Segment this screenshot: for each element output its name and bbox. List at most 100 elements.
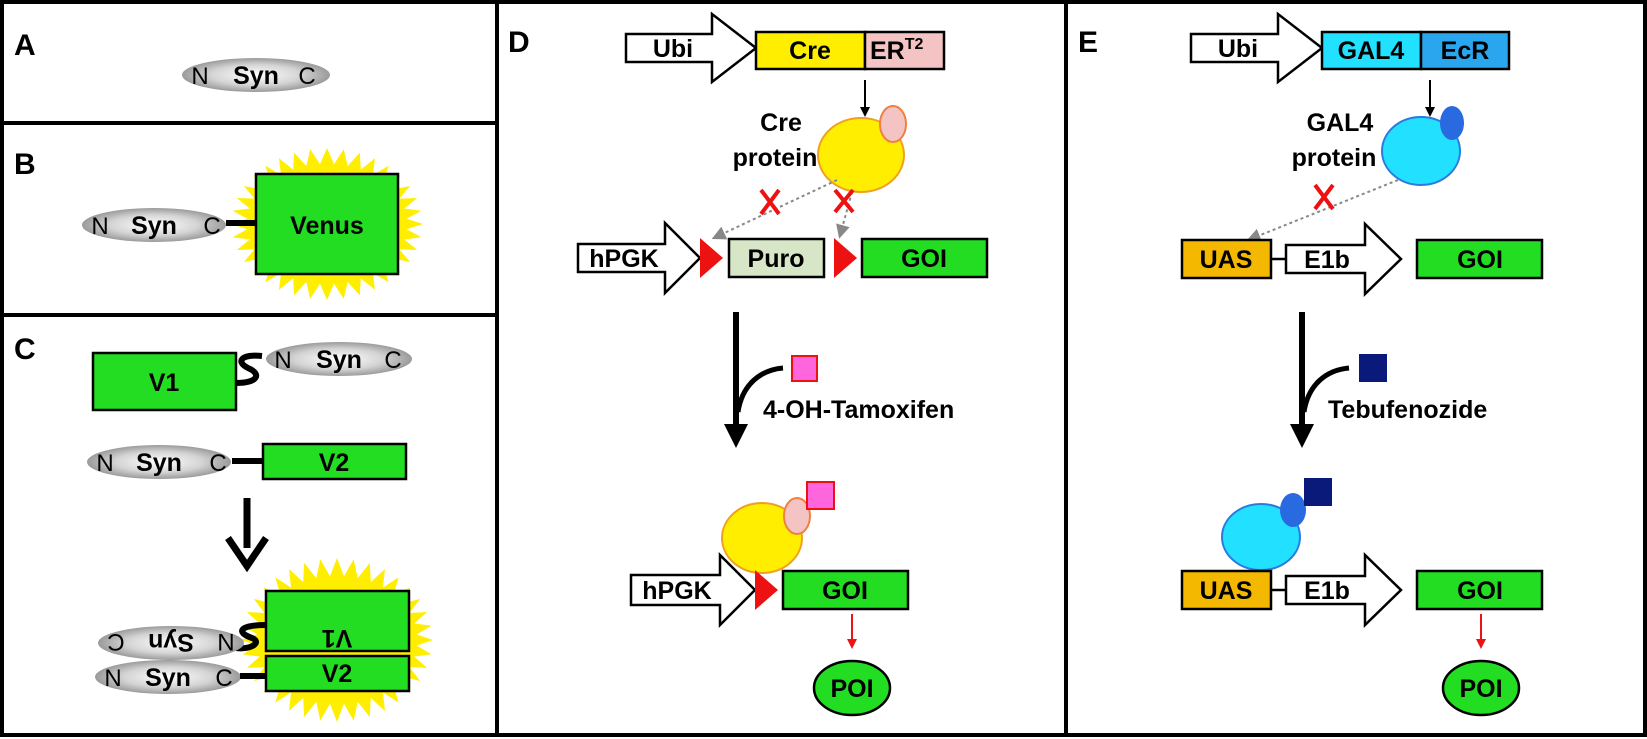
dotted-arrow-icon: [711, 179, 838, 240]
e1b-label: E1b: [1304, 577, 1350, 605]
syn-n-terminus: N: [104, 665, 121, 692]
v2-label: V2: [319, 449, 350, 477]
panel-e-letter: E: [1078, 26, 1098, 59]
uas-box: [1180, 569, 1273, 611]
loxp-triangle-icon: [755, 570, 778, 610]
ert2-domain-blob: [783, 497, 811, 535]
cre-protein-label-1: Cre: [760, 109, 802, 137]
arrowhead-icon: [1290, 424, 1314, 448]
syn-n-terminus: N: [191, 63, 208, 90]
promoter-arrow-icon: [1284, 552, 1403, 628]
v1-box: [91, 351, 238, 412]
v1-box-flipped: [264, 589, 411, 653]
tamoxifen-square-icon: [806, 481, 835, 510]
syn-label: Syn: [131, 212, 177, 240]
inducer-label: 4-OH-Tamoxifen: [763, 396, 954, 424]
poi-label: POI: [1459, 675, 1502, 703]
v2-box: [264, 654, 411, 693]
panel-a-letter: A: [14, 29, 36, 62]
ert2-box: [863, 30, 946, 71]
syn-molecule: N Syn C: [95, 660, 241, 694]
promoter-arrow-icon: [624, 11, 759, 85]
hpgk-label: hPGK: [642, 577, 711, 605]
syn-label: Syn: [145, 664, 191, 692]
v1-label: V1: [149, 369, 180, 397]
goi-box: [860, 237, 989, 279]
linker: [235, 622, 267, 652]
tebufenozide-square-icon: [1359, 354, 1387, 382]
syn-c-terminus: C: [107, 628, 124, 655]
syn-n-terminus: N: [217, 628, 234, 655]
e1b-label: E1b: [1304, 246, 1350, 274]
syn-n-terminus: N: [91, 213, 108, 240]
poi-blob: [812, 659, 892, 717]
ecr-domain-blob: [1280, 493, 1306, 527]
venus-label: Venus: [290, 212, 364, 240]
v2-label: V2: [322, 660, 353, 688]
promoter-arrow-icon: [629, 551, 757, 629]
puro-box: [727, 237, 826, 279]
syn-label: Syn: [316, 346, 362, 374]
goi-box: [1415, 238, 1544, 280]
arrowhead-icon: [225, 536, 269, 573]
gal4-protein-label-1: GAL4: [1307, 109, 1374, 137]
syn-c-terminus: C: [215, 665, 232, 692]
ubi-label: Ubi: [1218, 35, 1258, 63]
syn-n-terminus: N: [96, 450, 113, 477]
loxp-triangle-icon: [834, 238, 857, 278]
goi-label: GOI: [822, 577, 868, 605]
puro-label: Puro: [748, 245, 805, 273]
goi-label: GOI: [901, 245, 947, 273]
ert2-domain-blob: [879, 105, 907, 143]
uas-label: UAS: [1200, 577, 1253, 605]
gal4-protein-blob: [1381, 116, 1461, 186]
arrowhead-icon: [724, 424, 748, 448]
goi-box: [781, 569, 910, 611]
dotted-arrow-icon: [836, 191, 853, 239]
ubi-label: Ubi: [653, 35, 693, 63]
ligand-curve: [1301, 365, 1350, 413]
loxp-triangle-icon: [700, 238, 723, 278]
cre-box: [754, 30, 867, 71]
hpgk-label: hPGK: [589, 245, 658, 273]
syn-molecule: N Syn C: [82, 208, 226, 242]
promoter-arrow-icon: [576, 219, 702, 297]
linker: [235, 352, 263, 386]
blocked-x-icon: [1313, 183, 1335, 211]
ecr-label: EcR: [1441, 37, 1490, 65]
goi-box: [1415, 569, 1544, 611]
syn-c-terminus: C: [209, 450, 226, 477]
tebufenozide-square-icon: [1304, 478, 1332, 506]
syn-c-terminus: C: [203, 213, 220, 240]
syn-c-terminus: C: [298, 63, 315, 90]
panel-b-letter: B: [14, 148, 36, 181]
venus-box: [254, 172, 400, 276]
syn-molecule: N Syn C: [87, 445, 231, 479]
goi-label: GOI: [1457, 577, 1503, 605]
panel-c: C V1 N Syn C N Syn C V2 V1 V2: [14, 333, 433, 722]
blocked-x-icon: [759, 188, 781, 216]
panel-b: B Venus N Syn C: [14, 148, 423, 300]
inducer-label: Tebufenozide: [1328, 396, 1487, 424]
syn-c-terminus: C: [384, 347, 401, 374]
v1-label-flipped: V1: [322, 624, 353, 652]
syn-molecule: N Syn C: [182, 58, 330, 92]
uas-label: UAS: [1200, 246, 1253, 274]
promoter-arrow-icon: [1189, 11, 1325, 85]
ligand-curve: [735, 365, 784, 413]
gal4-box: [1320, 30, 1423, 71]
cre-protein-blob: [721, 502, 803, 574]
poi-label: POI: [830, 675, 873, 703]
v2-box: [261, 442, 408, 481]
poi-blob: [1441, 659, 1521, 717]
gal4-protein-label-2: protein: [1292, 144, 1377, 172]
panel-d: D Ubi Cre ERT2 Cre protein hPGK Puro G: [508, 11, 989, 717]
syn-n-terminus: N: [274, 347, 291, 374]
ert2-label: ERT2: [870, 36, 924, 65]
cre-label: Cre: [789, 37, 831, 65]
syn-label: Syn: [233, 62, 279, 90]
ecr-box: [1419, 30, 1511, 71]
tamoxifen-square-icon: [791, 355, 818, 382]
